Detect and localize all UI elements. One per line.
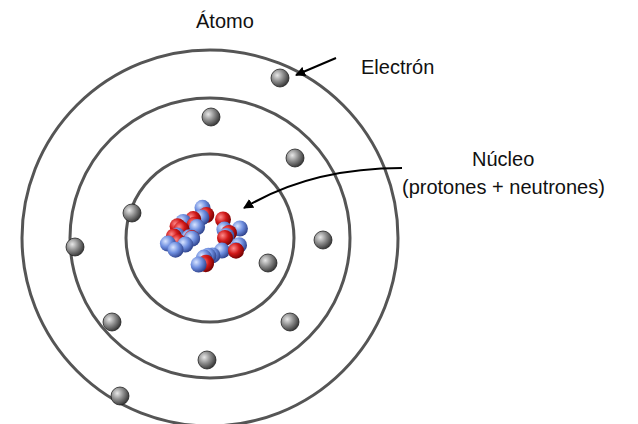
electron [281,313,299,331]
electron [202,108,220,126]
nucleus-sublabel: (protones + neutrones) [402,176,605,198]
electron [314,231,332,249]
electron [271,69,289,87]
nucleus-label: Núcleo [472,148,534,170]
proton [228,243,244,259]
electron [111,387,129,405]
title: Átomo [196,10,254,32]
nucleus [160,200,248,273]
electron-label: Electrón [361,56,434,78]
neutron [227,242,243,258]
electron [103,313,121,331]
electron [66,238,84,256]
electron [286,149,304,167]
neutron [191,257,207,273]
electron-set [66,69,332,405]
electron [123,204,141,222]
leader-line [296,58,336,75]
electron [259,254,277,272]
leader-line [244,168,402,208]
neutron [168,242,184,258]
electron [198,351,216,369]
orbit [22,50,398,424]
